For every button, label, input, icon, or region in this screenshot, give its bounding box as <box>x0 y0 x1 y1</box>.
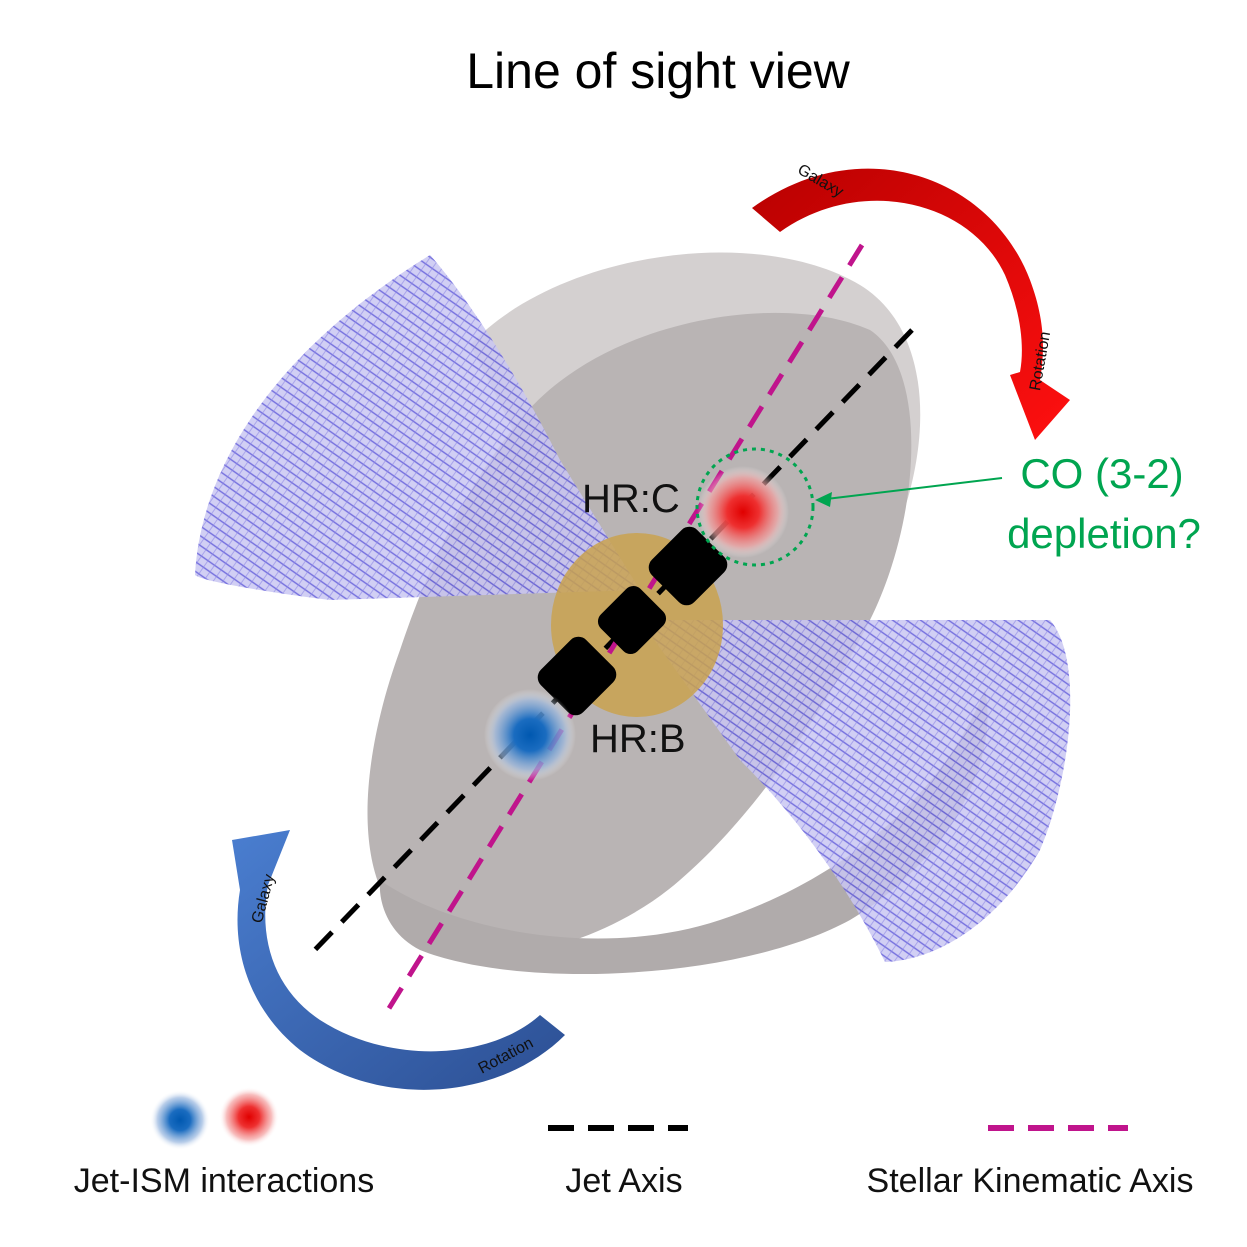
legend-jet-axis-label: Jet Axis <box>565 1162 682 1200</box>
hr-c-label: HR:C <box>582 477 680 521</box>
hr-c-blob-icon <box>697 466 789 558</box>
jet-axis-line <box>308 328 914 957</box>
diagram-title: Line of sight view <box>466 43 850 99</box>
jet-knots <box>537 526 728 716</box>
jet-knot-lower <box>537 636 617 716</box>
disk-ring-lower <box>379 690 988 974</box>
co-label-line2: depletion? <box>1007 510 1201 557</box>
legend-blue-blob-icon <box>150 1090 210 1150</box>
co-label-line1: CO (3-2) <box>1020 450 1183 497</box>
blue-arrow-body <box>232 830 565 1090</box>
outflow-cone-upper-left <box>195 255 640 600</box>
outflow-cone-lower-right <box>640 620 1071 962</box>
legend-jet-ism-label: Jet-ISM interactions <box>74 1162 374 1200</box>
red-arrow-body <box>752 168 1070 440</box>
hr-b-blob-icon <box>484 689 576 781</box>
co-pointer-line <box>817 477 1003 501</box>
outflow-cones <box>195 255 1071 962</box>
jet-knot-upper <box>648 526 728 606</box>
co-depletion-circle <box>695 447 815 567</box>
hr-b-label: HR:B <box>590 717 686 761</box>
co-pointer-arrowhead <box>815 492 832 507</box>
legend-stellar-axis-label: Stellar Kinematic Axis <box>867 1162 1194 1200</box>
jet-knot-middle <box>597 585 667 655</box>
legend-red-blob-icon <box>219 1087 279 1147</box>
legend: Jet-ISM interactions Jet Axis Stellar Ki… <box>74 1087 1194 1200</box>
